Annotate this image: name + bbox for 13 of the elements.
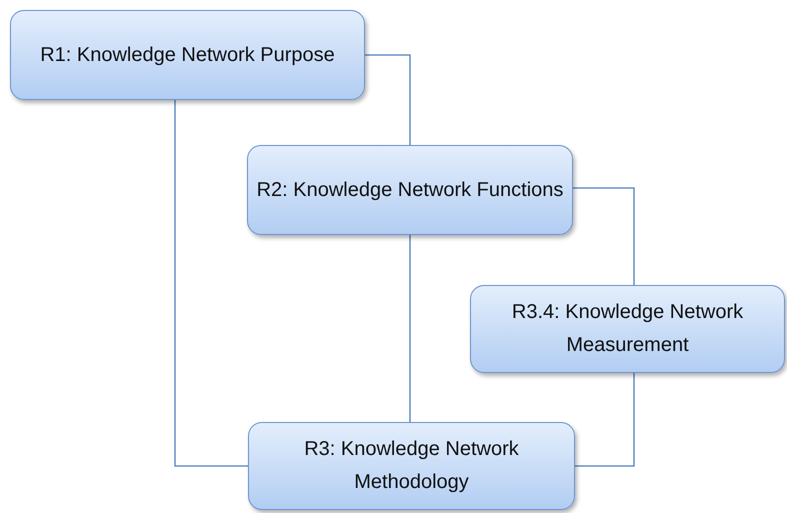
process-box [470, 285, 785, 373]
box-label: R3: Knowledge Network Methodology [303, 437, 520, 495]
connector-line [174, 100, 248, 467]
box-label: R1: Knowledge Network Purpose [39, 42, 336, 68]
connector-line [365, 54, 411, 145]
process-box [248, 422, 575, 510]
connector-line [573, 187, 635, 285]
process-box [10, 10, 365, 100]
box-label: R2: Knowledge Network Functions [256, 178, 564, 202]
process-box [247, 145, 573, 235]
connector-line [409, 235, 411, 422]
connector-line [575, 373, 635, 467]
box-label: R3.4: Knowledge Network Measurement [510, 300, 744, 358]
